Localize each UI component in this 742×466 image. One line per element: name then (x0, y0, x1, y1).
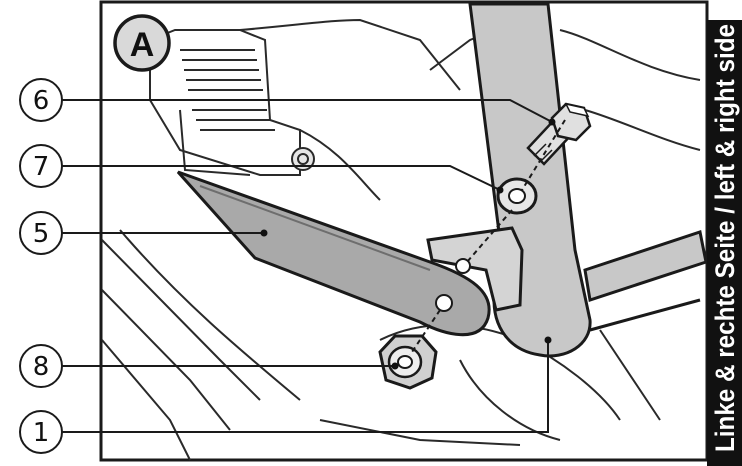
callout-1: 1 (19, 410, 63, 454)
washer-part-7 (496, 177, 538, 215)
panel-letter: A (130, 26, 155, 64)
callout-6: 6 (19, 78, 63, 122)
plate-hole (455, 258, 471, 274)
callout-7-label: 7 (33, 152, 50, 182)
panel-letter-badge: A (113, 14, 171, 72)
mounting-plate (426, 226, 524, 312)
callout-1-label: 1 (33, 418, 50, 448)
strut-hole (435, 294, 453, 312)
callout-8: 8 (19, 344, 63, 388)
callout-5-label: 5 (33, 219, 50, 249)
assembly-axes (409, 119, 566, 356)
background-line-art (99, 0, 709, 462)
callout-5: 5 (19, 211, 63, 255)
side-banner: Linke & rechte Seite / left & right side (707, 20, 742, 466)
callout-6-label: 6 (33, 86, 50, 116)
leader-lines (62, 99, 553, 433)
nut-part-8 (378, 334, 438, 390)
bolt-part-6 (526, 102, 592, 166)
strut-part-5 (176, 170, 491, 337)
side-banner-text: Linke & rechte Seite / left & right side (710, 24, 740, 452)
leader-dots (260, 118, 556, 370)
callout-8-label: 8 (33, 352, 50, 382)
callout-7: 7 (19, 144, 63, 188)
